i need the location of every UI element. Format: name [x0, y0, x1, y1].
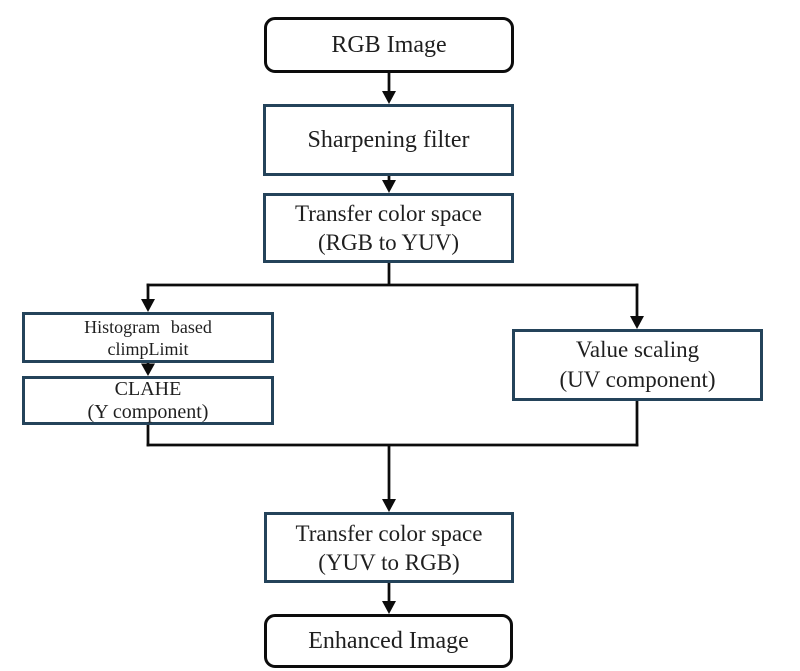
arrowhead-rgb-to-sharpening — [382, 91, 396, 104]
node-clahe-y-component: CLAHE (Y component) — [22, 376, 274, 425]
node-enhanced-image-label: Enhanced Image — [308, 627, 469, 654]
node-value-scaling-uv-component: Value scaling (UV component) — [512, 329, 763, 401]
node-histogram-label-line2: climpLimit — [107, 338, 189, 359]
arrowhead-histogram-to-clahe — [141, 363, 155, 376]
node-clahe-label-line2: (Y component) — [87, 400, 209, 423]
node-transfer-yuv-to-rgb-label-line1: Transfer color space — [295, 520, 483, 546]
node-histogram-label-line1: Histogram based — [84, 316, 212, 337]
node-clahe-label-line1: CLAHE — [114, 377, 182, 400]
node-rgb-image-label: RGB Image — [331, 31, 447, 58]
arrowhead-transfer2-to-enhanced — [382, 601, 396, 614]
arrowhead-split-to-value-scaling — [630, 316, 644, 329]
arrowhead-merge-to-transfer2 — [382, 499, 396, 512]
node-rgb-image: RGB Image — [264, 17, 514, 73]
node-value-scaling-label-line2: (UV component) — [559, 367, 716, 392]
node-sharpening-filter-label: Sharpening filter — [307, 126, 470, 153]
node-transfer-rgb-to-yuv-label-line1: Transfer color space — [295, 201, 482, 226]
node-transfer-rgb-to-yuv-label-line2: (RGB to YUV) — [318, 230, 459, 255]
node-transfer-rgb-to-yuv: Transfer color space (RGB to YUV) — [263, 193, 514, 263]
node-histogram-based-climplimit: Histogram based climpLimit — [22, 312, 274, 363]
arrowhead-sharpening-to-transfer1 — [382, 180, 396, 193]
node-transfer-yuv-to-rgb-label-line2: (YUV to RGB) — [318, 549, 460, 575]
node-transfer-yuv-to-rgb: Transfer color space (YUV to RGB) — [264, 512, 514, 583]
node-value-scaling-label-line1: Value scaling — [575, 337, 700, 362]
arrowhead-split-to-histogram — [141, 299, 155, 312]
node-enhanced-image: Enhanced Image — [264, 614, 513, 668]
node-sharpening-filter: Sharpening filter — [263, 104, 514, 176]
